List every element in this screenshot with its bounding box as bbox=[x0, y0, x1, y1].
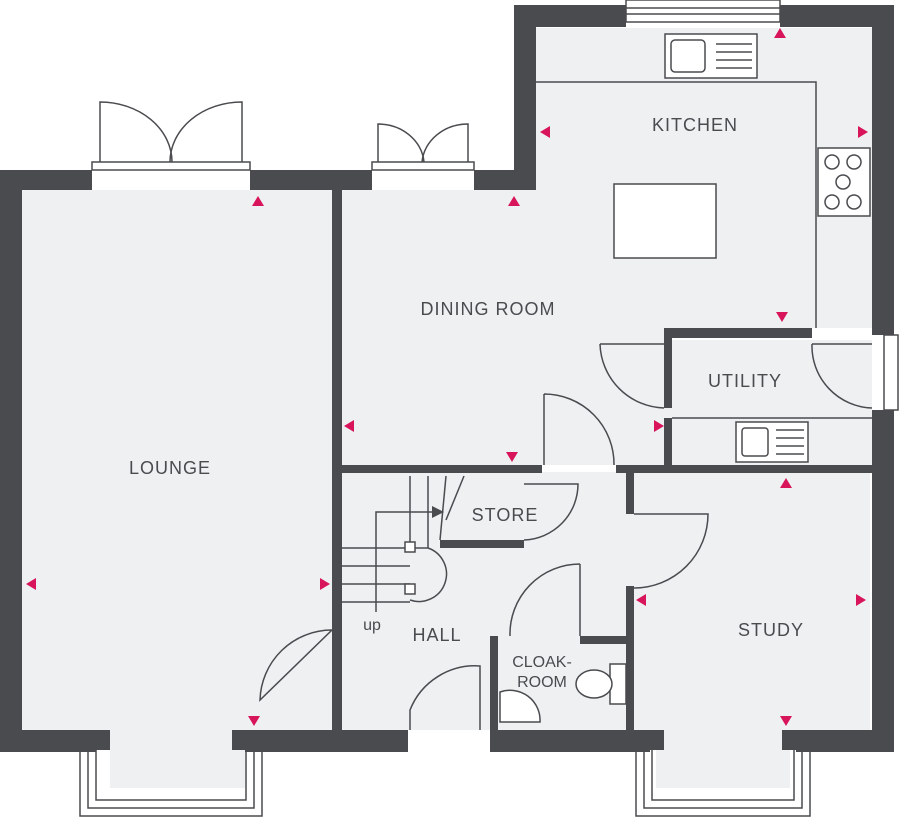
marker bbox=[252, 196, 264, 206]
hob bbox=[817, 147, 871, 217]
fixtures bbox=[342, 33, 872, 723]
marker bbox=[540, 126, 550, 138]
utility-label: UTILITY bbox=[708, 371, 782, 391]
stairs-up-label: up bbox=[363, 617, 381, 634]
bay-floor-study bbox=[656, 730, 790, 788]
marker bbox=[506, 452, 518, 462]
wc-bowl bbox=[575, 669, 613, 699]
hall-label: HALL bbox=[412, 625, 461, 645]
study-label: STUDY bbox=[738, 620, 804, 640]
walls bbox=[0, 5, 894, 752]
staircase bbox=[342, 475, 465, 612]
markers bbox=[26, 28, 868, 726]
marker bbox=[654, 420, 664, 432]
basin bbox=[499, 689, 541, 723]
marker bbox=[780, 716, 792, 726]
marker bbox=[858, 126, 868, 138]
marker bbox=[26, 578, 36, 590]
study-floor bbox=[634, 472, 870, 730]
marker bbox=[856, 594, 866, 606]
lounge-label: LOUNGE bbox=[129, 458, 211, 478]
doors bbox=[91, 101, 873, 730]
marker bbox=[344, 420, 354, 432]
kitchen-window bbox=[625, 0, 781, 23]
room-floors bbox=[22, 28, 872, 788]
marker bbox=[636, 594, 646, 606]
room-labels: KITCHEN DINING ROOM UTILITY LOUNGE STORE… bbox=[129, 115, 804, 691]
dining-room-label: DINING ROOM bbox=[421, 299, 556, 319]
kitchen-label: KITCHEN bbox=[652, 115, 738, 135]
kitchen-sink bbox=[664, 33, 758, 79]
marker bbox=[320, 578, 330, 590]
store-label: STORE bbox=[472, 505, 539, 525]
marker bbox=[776, 312, 788, 322]
cloakroom-label-line2: ROOM bbox=[517, 674, 567, 691]
marker bbox=[780, 478, 792, 488]
kitchen-island bbox=[613, 183, 717, 259]
cloakroom-label-line1: CLOAK- bbox=[512, 654, 572, 671]
windows bbox=[79, 0, 899, 817]
bay-floor-lounge bbox=[110, 730, 245, 788]
marker bbox=[508, 196, 520, 206]
lounge-floor bbox=[22, 190, 332, 730]
marker bbox=[774, 28, 786, 38]
marker bbox=[248, 716, 260, 726]
